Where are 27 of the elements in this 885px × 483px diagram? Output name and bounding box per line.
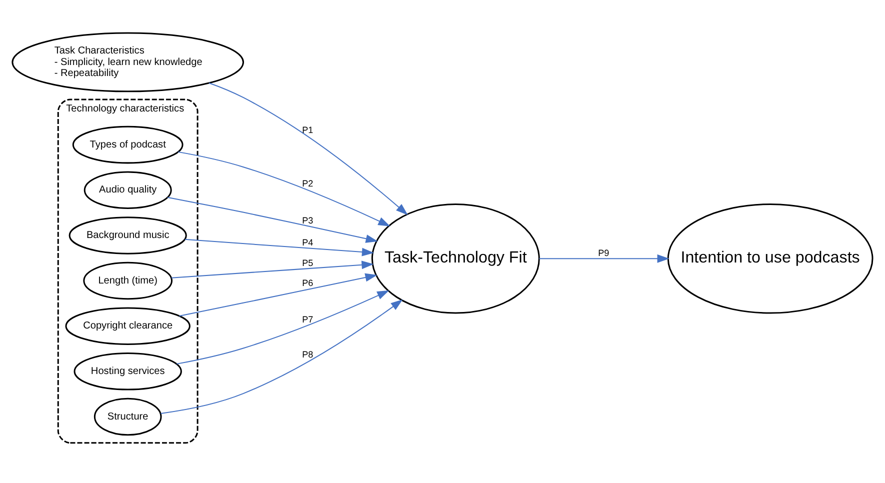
node-ellipse: Structure [94,397,162,436]
arrow [176,290,390,364]
edge-label: P3 [302,215,314,226]
node-ellipse: Length (time) [83,261,173,300]
edge-label: P8 [302,349,314,360]
node-ellipse: Types of podcast [72,125,184,164]
node-ellipse: Hosting services [74,352,182,390]
edge-label: P6 [302,278,314,288]
arrow [208,82,408,215]
arrow [179,272,378,316]
arrow [160,298,403,414]
arrow [171,260,374,278]
node-ellipse: Intention to use podcasts [667,202,874,314]
node-ellipse: Task Characteristics - Simplicity, learn new knowledge - Repeatability [12,32,244,92]
node-ellipse: Background music [68,216,187,254]
edge-label: P2 [302,178,314,188]
node-ellipse: Audio quality [84,170,172,208]
edge-label: P9 [598,247,610,258]
arrow [178,150,390,226]
edge-label: P1 [302,124,314,134]
edge-label: P7 [302,314,314,324]
edge-label: P4 [302,237,314,248]
arrow [539,254,670,262]
arrow [184,238,374,256]
edge-label: P5 [302,257,314,268]
arrow [167,196,378,242]
node-ellipse: Copyright clearance [65,306,190,344]
